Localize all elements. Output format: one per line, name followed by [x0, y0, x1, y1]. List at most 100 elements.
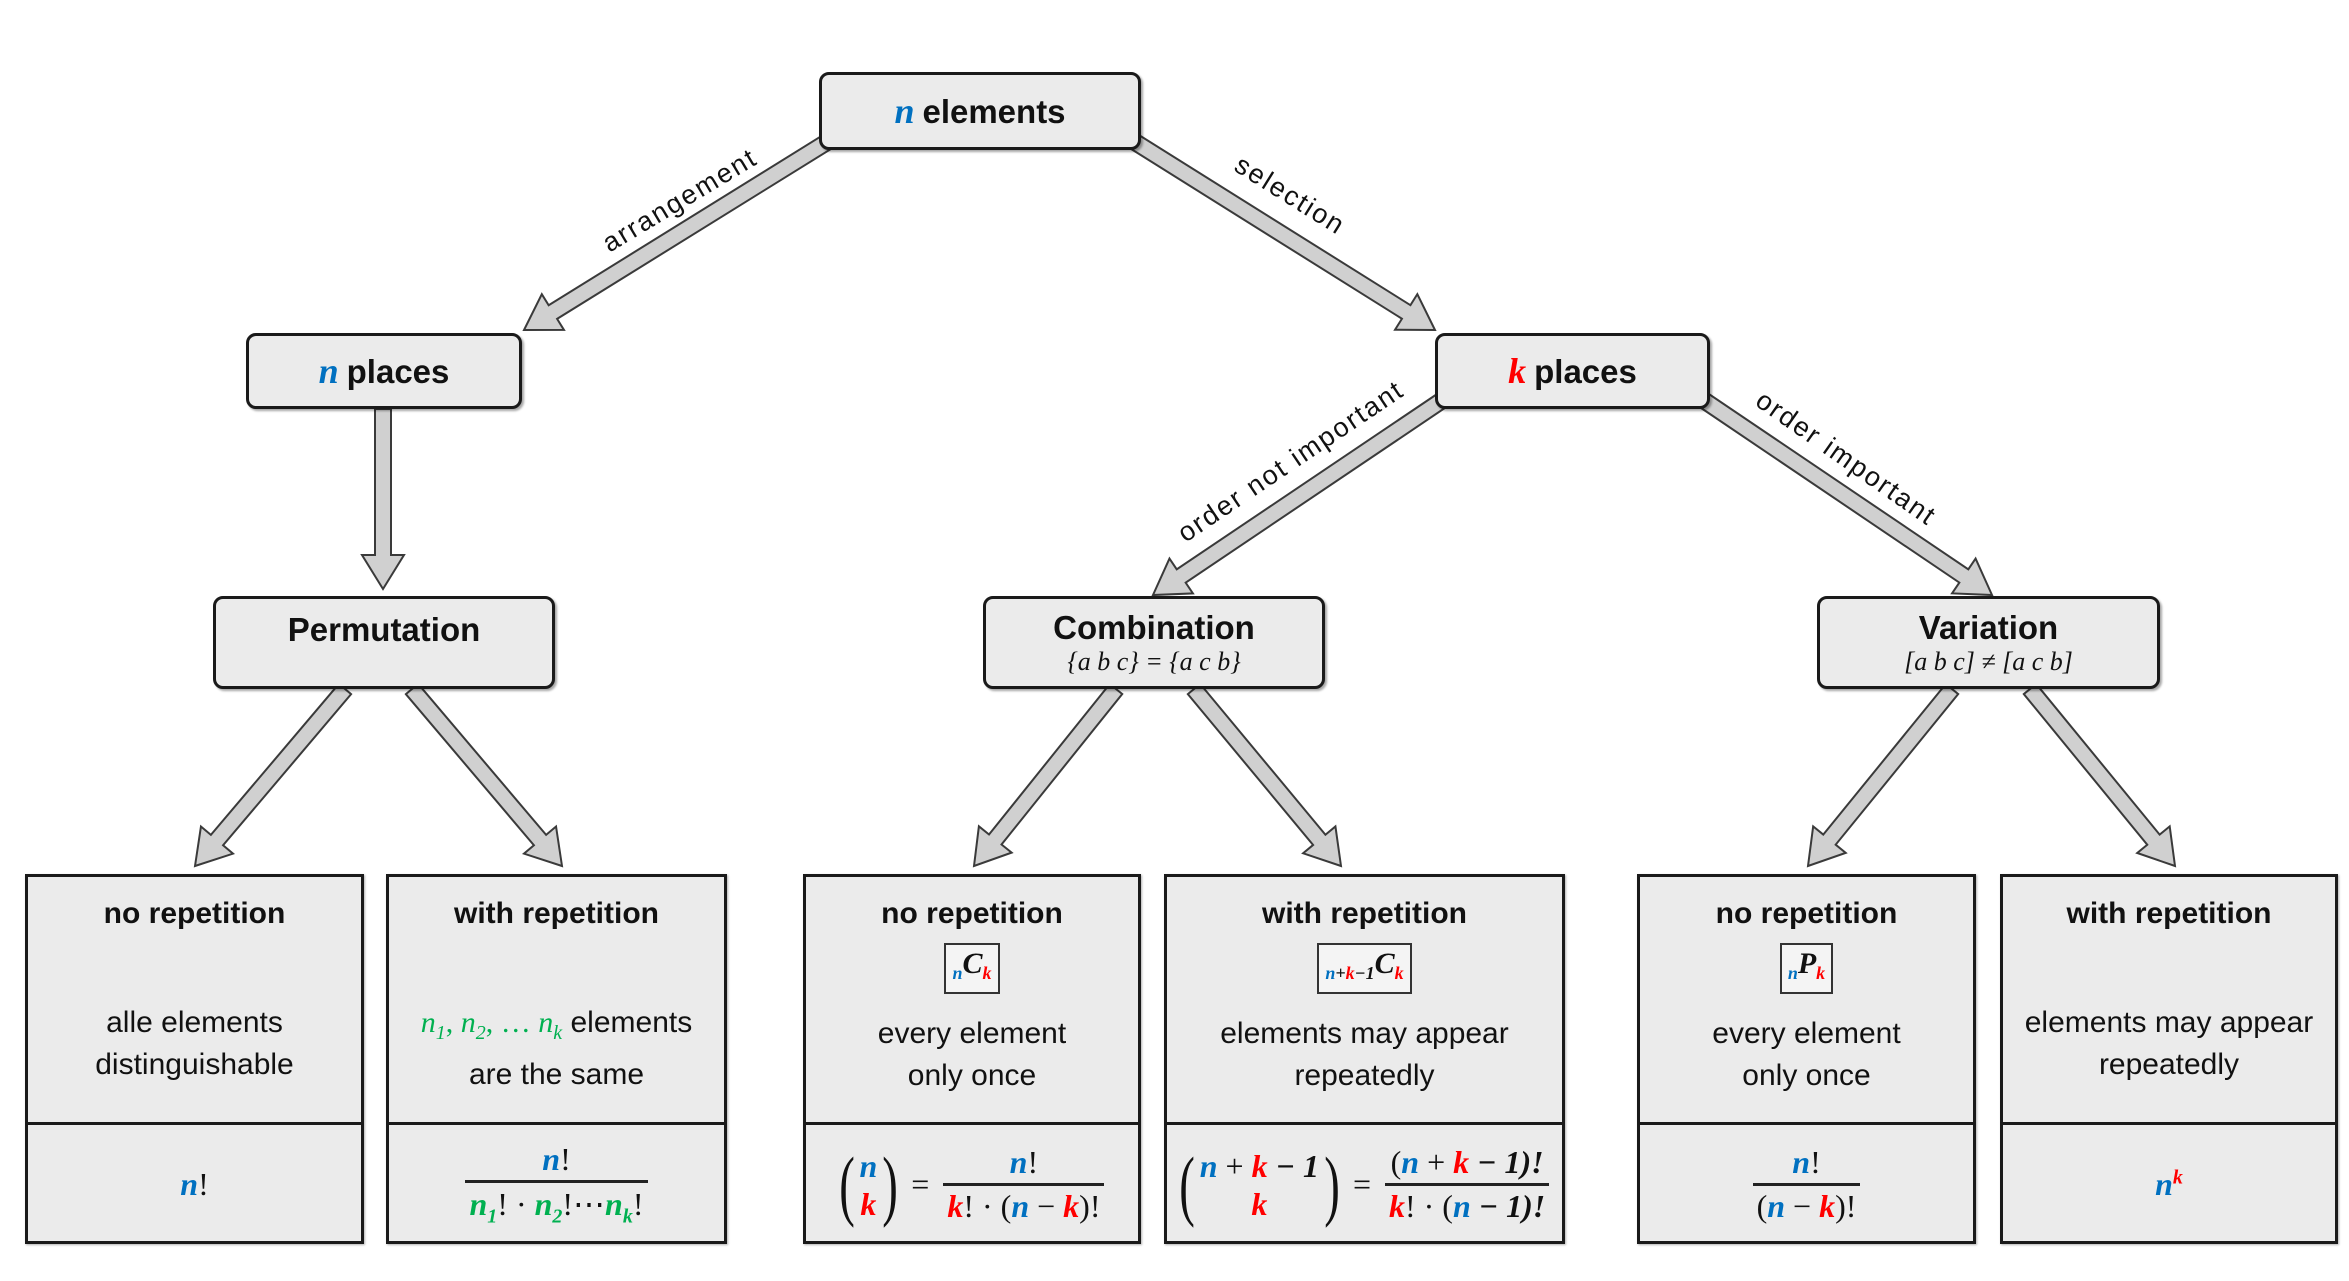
arrow-var-with-rep — [2022, 682, 2177, 868]
math-token: ! · ( — [963, 1188, 1012, 1224]
arrow-to-combination — [1151, 392, 1447, 597]
notation-symbol: C — [962, 947, 983, 980]
arrow-perm-no-rep — [193, 682, 353, 868]
node-label: places — [346, 352, 450, 390]
card-formula: n! — [28, 1125, 361, 1244]
math-token: ! — [1810, 1144, 1821, 1180]
math-token: n — [1199, 1147, 1218, 1184]
math-token: n — [859, 1147, 878, 1184]
card-header: with repetition — [1262, 897, 1467, 930]
math-token: k — [1388, 1188, 1405, 1224]
card-header: no repetition — [103, 897, 286, 930]
binomial-bottom: k — [860, 1185, 876, 1223]
notation-box: nPk — [1779, 943, 1834, 994]
card-divider — [1640, 1122, 1973, 1125]
math-token: ! — [560, 1140, 571, 1177]
math-token: = — [1344, 1166, 1379, 1202]
binomial-bottom: k — [1251, 1185, 1267, 1223]
card-divider — [389, 1122, 724, 1125]
math-token: ( — [1390, 1144, 1402, 1180]
card-divider — [1167, 1122, 1562, 1125]
binomial-top: n — [860, 1147, 878, 1185]
card-header: no repetition — [1715, 897, 1898, 930]
math-token: nk — [2155, 1166, 2183, 1202]
math-token: = — [903, 1166, 938, 1202]
math-token: + — [1217, 1147, 1252, 1184]
card-formula: nk — [2003, 1125, 2335, 1244]
notation-symbol: P — [1797, 947, 1817, 980]
math-token: nk — [605, 1185, 633, 1228]
arrow-to-n-places — [522, 133, 833, 332]
node-permutation: Permutation — [213, 596, 555, 689]
card-divider — [2003, 1122, 2335, 1125]
math-token: k — [947, 1188, 964, 1224]
numerator: n! — [1006, 1144, 1042, 1183]
var-n: n — [318, 350, 339, 391]
math-token: n — [1452, 1188, 1471, 1224]
notation-box: n+k−1Ck — [1317, 943, 1412, 994]
node-label: Combination — [1053, 608, 1255, 646]
arrow-var-no-rep — [1806, 682, 1960, 868]
var-k: k — [1508, 350, 1527, 391]
binomial-top: n + k − 1 — [1200, 1147, 1319, 1185]
arrow-comb-with-rep — [1186, 682, 1343, 868]
math-token: ! — [198, 1166, 209, 1202]
math-token: ! — [1027, 1144, 1039, 1180]
math-token: − 1)! — [1470, 1188, 1546, 1224]
math-token: k — [860, 1185, 877, 1222]
math-token: ! — [632, 1185, 644, 1222]
notation-symbol: C — [1374, 947, 1395, 980]
math-token: ! · — [497, 1185, 535, 1222]
fraction: n!(n − k)! — [1752, 1144, 1861, 1225]
math-token: k — [1063, 1188, 1080, 1224]
math-token: n — [1792, 1144, 1811, 1180]
math-token: n — [180, 1166, 199, 1202]
math-token: k — [1819, 1188, 1836, 1224]
denominator: k! · (n − k)! — [943, 1183, 1105, 1225]
math-token: − — [1785, 1188, 1820, 1224]
math-token: k — [1251, 1185, 1268, 1222]
card-formula: n!(n − k)! — [1640, 1125, 1973, 1244]
numerator: n! — [1788, 1144, 1824, 1183]
card-divider — [806, 1122, 1138, 1125]
card-header: no repetition — [881, 897, 1063, 930]
numerator: (n + k − 1)! — [1387, 1144, 1548, 1183]
math-token: , — [445, 1006, 461, 1039]
math-token: n1 — [469, 1185, 498, 1228]
paren: ) — [1324, 1140, 1340, 1228]
math-token: !⋯ — [562, 1185, 606, 1222]
paren: ( — [1178, 1140, 1195, 1228]
math-token: − — [1029, 1188, 1064, 1224]
notation-wrap: n+k−1Ck — [1167, 943, 1562, 994]
math-token: n — [1009, 1144, 1028, 1180]
node-label: places — [1534, 352, 1637, 390]
denominator: k! · (n − 1)! — [1384, 1183, 1550, 1225]
var-n: n — [894, 90, 915, 131]
math-token: n — [1401, 1144, 1420, 1180]
math-token: + — [1419, 1144, 1454, 1180]
node-label: elements — [922, 92, 1066, 130]
math-token: k — [1251, 1147, 1268, 1184]
math-token: n — [1011, 1188, 1030, 1224]
math-token: n — [1767, 1188, 1786, 1224]
paren: ( — [838, 1140, 855, 1228]
paren: ) — [882, 1140, 899, 1228]
fraction: n!k! · (n − k)! — [943, 1144, 1105, 1225]
fraction: (n + k − 1)!k! · (n − 1)! — [1384, 1144, 1550, 1225]
